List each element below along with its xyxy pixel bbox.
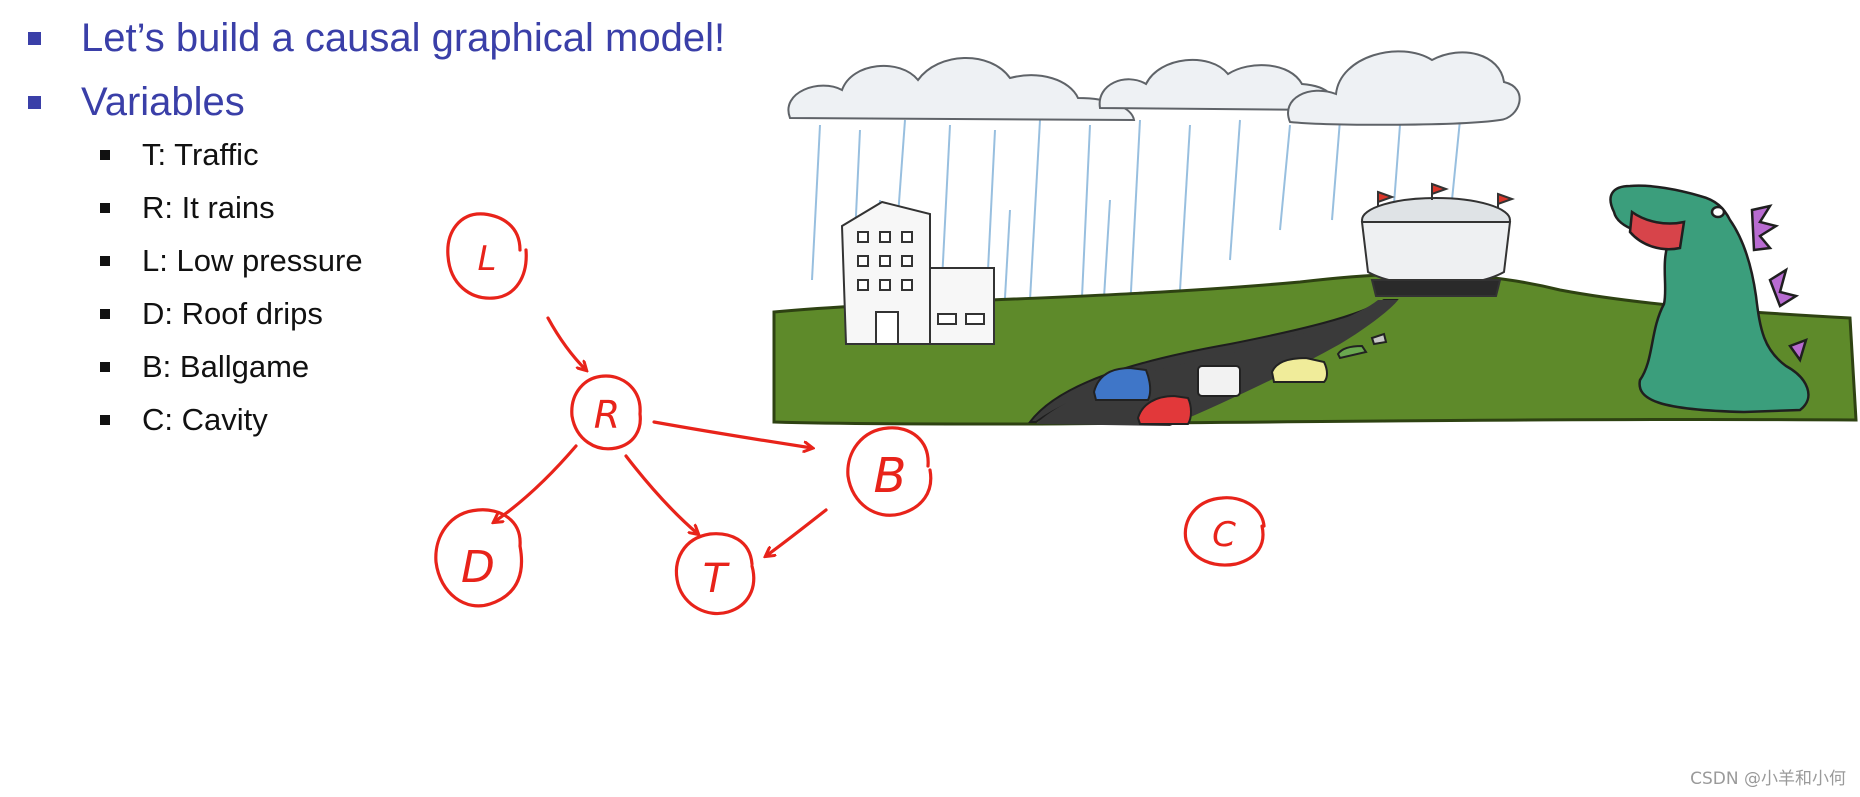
bullet-square-icon xyxy=(100,202,110,213)
variable-text: R: It rains xyxy=(142,189,275,225)
node-label-c: C xyxy=(1212,515,1236,555)
variable-text: T: Traffic xyxy=(142,136,259,172)
node-label-r: R xyxy=(594,393,620,437)
scene-illustration xyxy=(772,50,1858,426)
bullet-variables-text: Variables xyxy=(81,79,245,124)
monster-character xyxy=(1609,184,1810,414)
bullet-variables: Variables xyxy=(28,70,725,134)
node-circle-r xyxy=(570,374,642,451)
edge-r-to-d xyxy=(494,444,578,522)
variable-item-low-pressure: L: Low pressure xyxy=(100,234,363,287)
node-label-l: L xyxy=(478,239,497,279)
edge-r-to-b xyxy=(652,420,812,448)
node-circle-l xyxy=(446,212,528,300)
watermark: CSDN @小羊和小何 xyxy=(1690,769,1846,789)
variable-text: C: Cavity xyxy=(142,401,268,437)
bullet-square-icon xyxy=(28,95,41,109)
variable-item-rain: R: It rains xyxy=(100,181,363,234)
edge-r-to-t xyxy=(624,454,698,534)
node-label-d: D xyxy=(461,542,495,593)
variable-text: D: Roof drips xyxy=(142,295,323,331)
top-bullet-list: Let’s build a causal graphical model! Va… xyxy=(28,6,725,134)
traffic-cars xyxy=(1092,332,1388,425)
bullet-square-icon xyxy=(100,414,110,425)
bullet-square-icon xyxy=(28,31,41,45)
office-building xyxy=(840,200,995,345)
variable-item-roof-drips: D: Roof drips xyxy=(100,287,363,340)
edge-b-to-t xyxy=(766,508,828,556)
bullet-square-icon xyxy=(100,308,110,319)
variable-list: T: Traffic R: It rains L: Low pressure D… xyxy=(100,128,363,446)
variable-text: L: Low pressure xyxy=(142,242,363,278)
bullet-title-text: Let’s build a causal graphical model! xyxy=(81,15,726,60)
node-circle-t xyxy=(675,532,756,616)
variable-item-ballgame: B: Ballgame xyxy=(100,340,363,393)
variable-item-cavity: C: Cavity xyxy=(100,393,363,446)
variable-item-traffic: T: Traffic xyxy=(100,128,363,181)
edge-l-to-r xyxy=(546,316,586,370)
node-circle-c xyxy=(1183,496,1266,567)
node-label-t: T xyxy=(703,556,731,602)
stadium xyxy=(1360,182,1515,297)
node-circle-d xyxy=(434,508,523,608)
clouds xyxy=(787,50,1521,126)
bullet-title: Let’s build a causal graphical model! xyxy=(28,6,725,70)
rain-streaks xyxy=(811,119,1461,351)
causal-graph: L R B D T C xyxy=(434,212,1266,616)
bullet-square-icon xyxy=(100,149,110,160)
variable-text: B: Ballgame xyxy=(142,348,310,384)
node-label-b: B xyxy=(874,448,907,504)
bullet-square-icon xyxy=(100,255,110,266)
bullet-square-icon xyxy=(100,361,110,372)
node-circle-b xyxy=(846,426,933,517)
